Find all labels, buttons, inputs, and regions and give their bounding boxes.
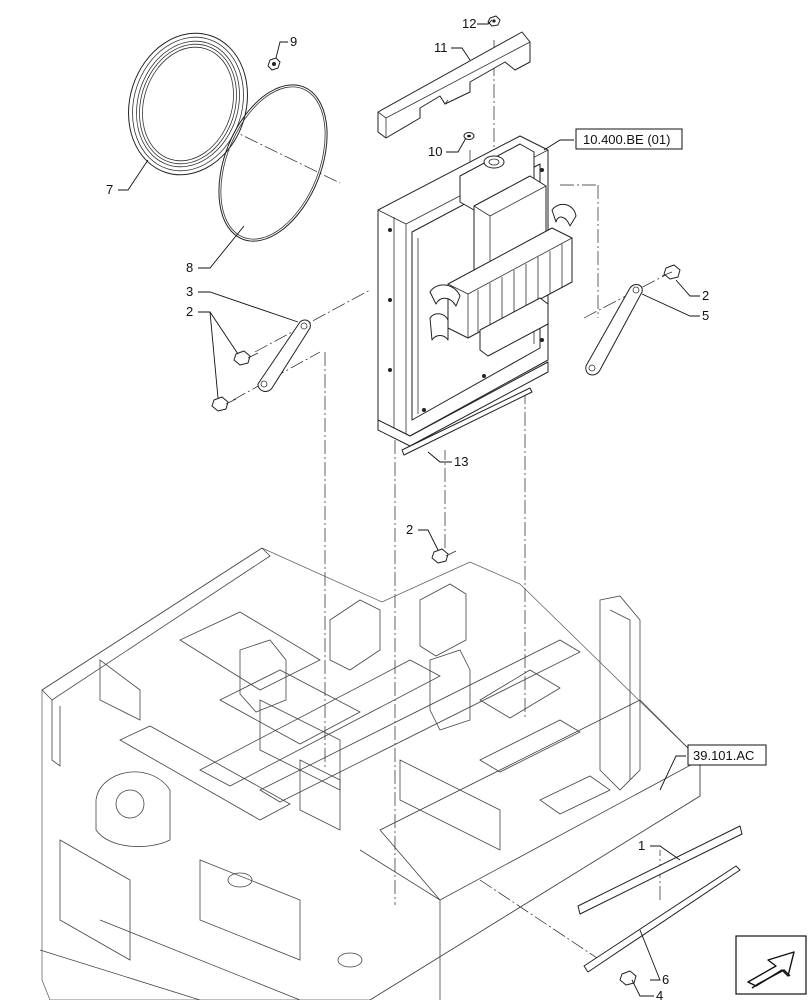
callout-3: 3 xyxy=(186,284,193,299)
callout-8: 8 xyxy=(186,260,193,275)
bolt-2-upper-left xyxy=(233,350,259,366)
reference-label-frame-group: 39.101.AC xyxy=(693,748,754,763)
bolt-10 xyxy=(463,132,475,140)
reference-label-radiator-group: 10.400.BE (01) xyxy=(583,132,670,147)
nut-9 xyxy=(267,57,281,71)
reference-box-radiator-group[interactable]: 10.400.BE (01) xyxy=(575,128,683,150)
callout-6: 6 xyxy=(662,972,669,987)
plate-1 xyxy=(577,825,743,915)
leader-lines xyxy=(118,19,700,997)
reference-box-frame-group[interactable]: 39.101.AC xyxy=(687,744,767,766)
fan-shroud-ring xyxy=(128,32,248,176)
callout-9: 9 xyxy=(290,34,297,49)
top-cover-plate xyxy=(377,31,531,139)
callout-7: 7 xyxy=(106,182,113,197)
callout-2-center: 2 xyxy=(406,522,413,537)
stay-bar-5 xyxy=(585,284,643,376)
callout-2-right: 2 xyxy=(702,288,709,303)
stay-bar-3 xyxy=(257,319,311,392)
callout-11: 11 xyxy=(434,40,448,55)
bolt-2-center xyxy=(431,548,457,564)
strip-6 xyxy=(583,865,741,973)
seal-ring xyxy=(218,84,328,242)
callout-13: 13 xyxy=(454,454,468,469)
callout-labels: 12 11 9 10 7 8 3 2 2 5 13 2 1 6 4 xyxy=(106,16,709,1000)
callout-2-left: 2 xyxy=(186,304,193,319)
bolt-2-lower-left xyxy=(211,396,237,412)
alignment-lines xyxy=(165,40,676,961)
radiator-cooler-assembly xyxy=(377,135,577,447)
rubber-strip-13 xyxy=(401,387,533,456)
upper-frame-chassis xyxy=(39,547,701,1000)
callout-10: 10 xyxy=(428,144,442,159)
bolt-2-right xyxy=(661,264,681,280)
callout-12: 12 xyxy=(462,16,476,31)
callout-5: 5 xyxy=(702,308,709,323)
return-arrow-icon[interactable] xyxy=(735,935,807,995)
callout-1: 1 xyxy=(638,838,645,853)
bolt-12 xyxy=(487,15,501,27)
callout-4: 4 xyxy=(656,988,663,1000)
